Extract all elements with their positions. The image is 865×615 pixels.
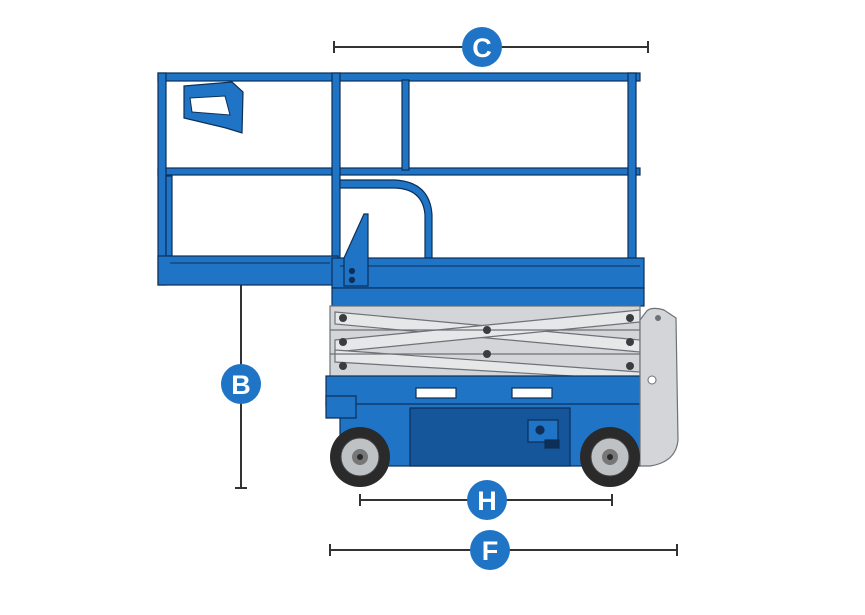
platform-deck xyxy=(157,213,645,307)
badge-f-label: F xyxy=(482,536,499,566)
rear-side-panel xyxy=(639,307,679,467)
rear-wheel xyxy=(580,427,640,487)
badge-b-label: B xyxy=(231,370,251,400)
scissor-stack xyxy=(329,305,641,381)
guard-rails xyxy=(157,72,641,289)
badge-c: C xyxy=(462,27,502,67)
front-wheel xyxy=(330,427,390,487)
badge-b: B xyxy=(221,364,261,404)
badge-h-label: H xyxy=(477,486,497,516)
badge-f: F xyxy=(470,530,510,570)
badge-h: H xyxy=(467,480,507,520)
badge-c-label: C xyxy=(472,33,492,63)
